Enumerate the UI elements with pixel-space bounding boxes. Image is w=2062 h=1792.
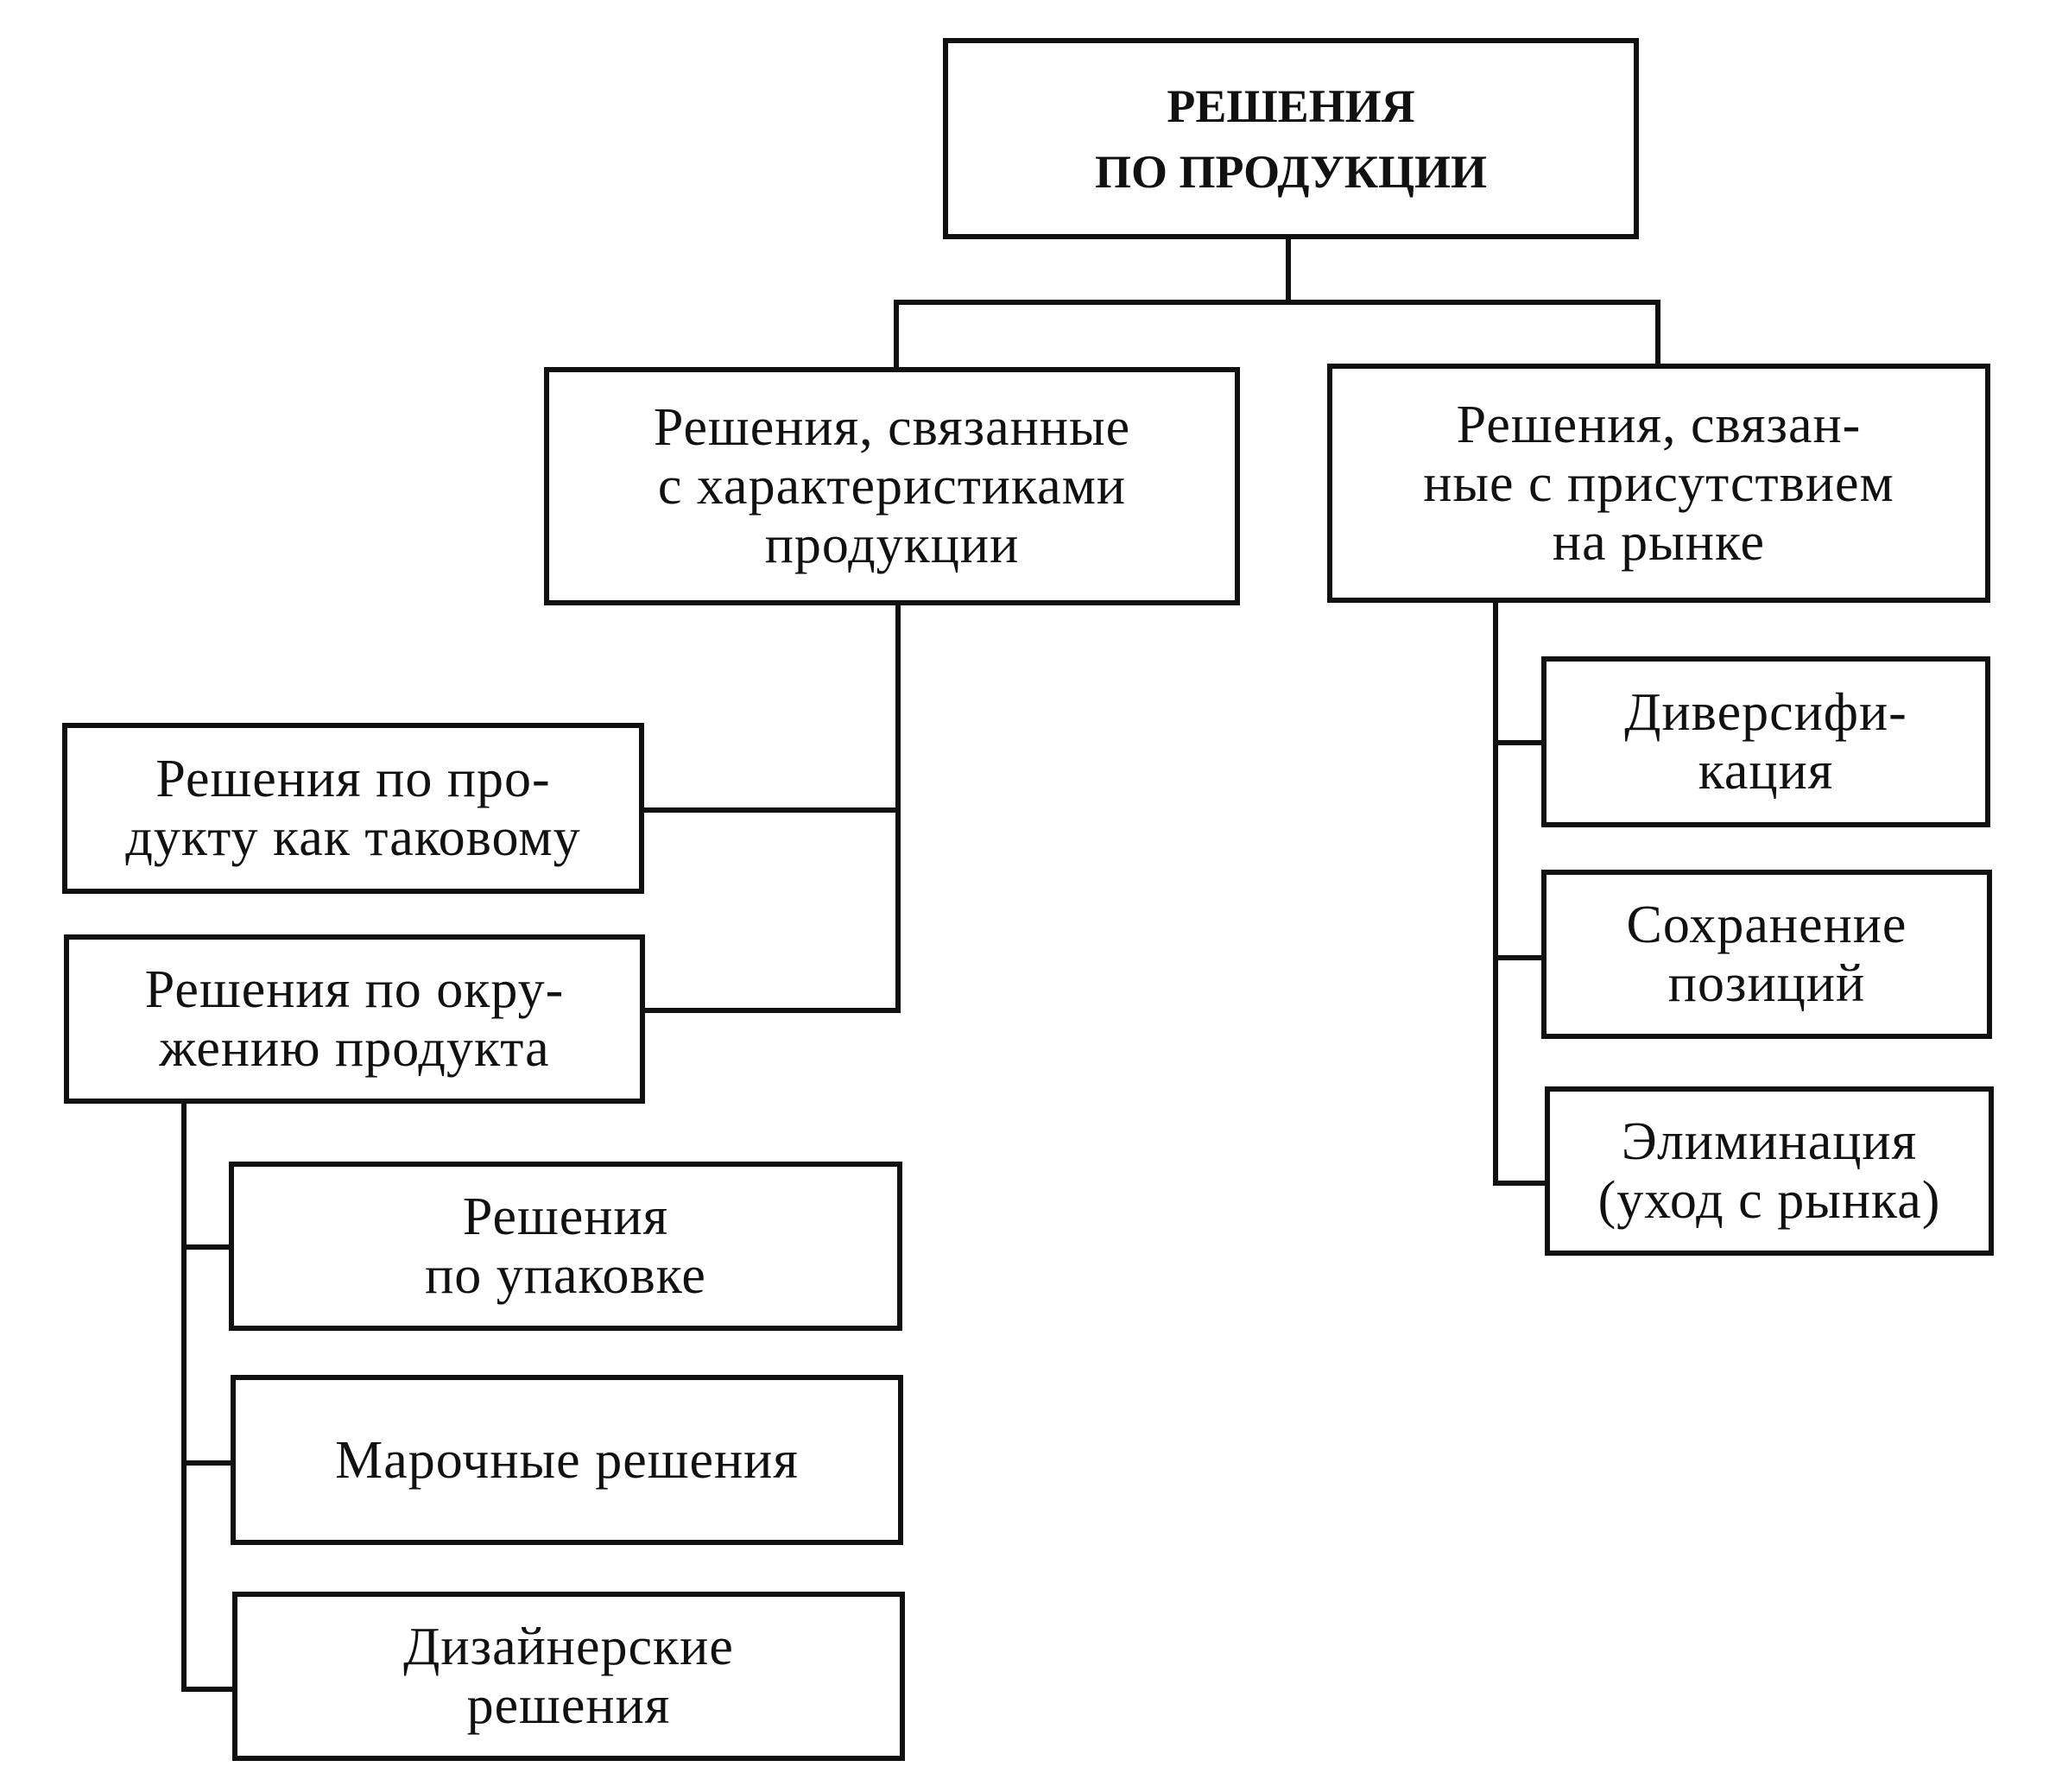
node-market-presence-decisions: Решения, связан- ные с присутствием на р… — [1327, 364, 1990, 603]
node-characteristics-decisions-label: Решения, связанные с характеристиками пр… — [653, 398, 1131, 574]
node-design-decisions-label: Дизайнерские решения — [403, 1618, 734, 1735]
node-branding-decisions-label: Марочные решения — [335, 1430, 799, 1490]
node-position-retention-label: Сохранение позиций — [1626, 896, 1907, 1013]
connector-level1-bar — [894, 300, 1660, 372]
node-branding-decisions: Марочные решения — [231, 1375, 903, 1545]
node-market-presence-decisions-label: Решения, связан- ные с присутствием на р… — [1423, 395, 1894, 572]
node-diversification-label: Диверсифи- кация — [1624, 683, 1907, 801]
node-elimination: Элиминация (уход с рынка) — [1545, 1086, 1994, 1256]
node-position-retention: Сохранение позиций — [1541, 870, 1992, 1039]
node-design-decisions: Дизайнерские решения — [232, 1592, 905, 1761]
node-product-decisions: РЕШЕНИЯ ПО ПРОДУКЦИИ — [943, 38, 1639, 239]
node-packaging-decisions: Решения по упаковке — [229, 1162, 902, 1331]
connector-market-trunk — [1493, 598, 1550, 1186]
node-diversification: Диверсифи- кация — [1541, 656, 1990, 827]
connector-environment-trunk — [181, 1099, 237, 1692]
node-product-environment-decisions-label: Решения по окру- жению продукта — [144, 960, 565, 1078]
node-characteristics-decisions: Решения, связанные с характеристиками пр… — [544, 367, 1240, 605]
connector-characteristics-trunk — [638, 600, 901, 1013]
node-product-itself-decisions: Решения по про- дукту как таковому — [62, 723, 644, 894]
node-product-decisions-label: РЕШЕНИЯ ПО ПРОДУКЦИИ — [1094, 79, 1488, 198]
node-packaging-decisions-label: Решения по упаковке — [425, 1187, 706, 1305]
node-product-itself-decisions-label: Решения по про- дукту как таковому — [125, 750, 581, 867]
node-product-environment-decisions: Решения по окру- жению продукта — [64, 934, 645, 1104]
node-elimination-label: Элиминация (уход с рынка) — [1597, 1112, 1941, 1230]
